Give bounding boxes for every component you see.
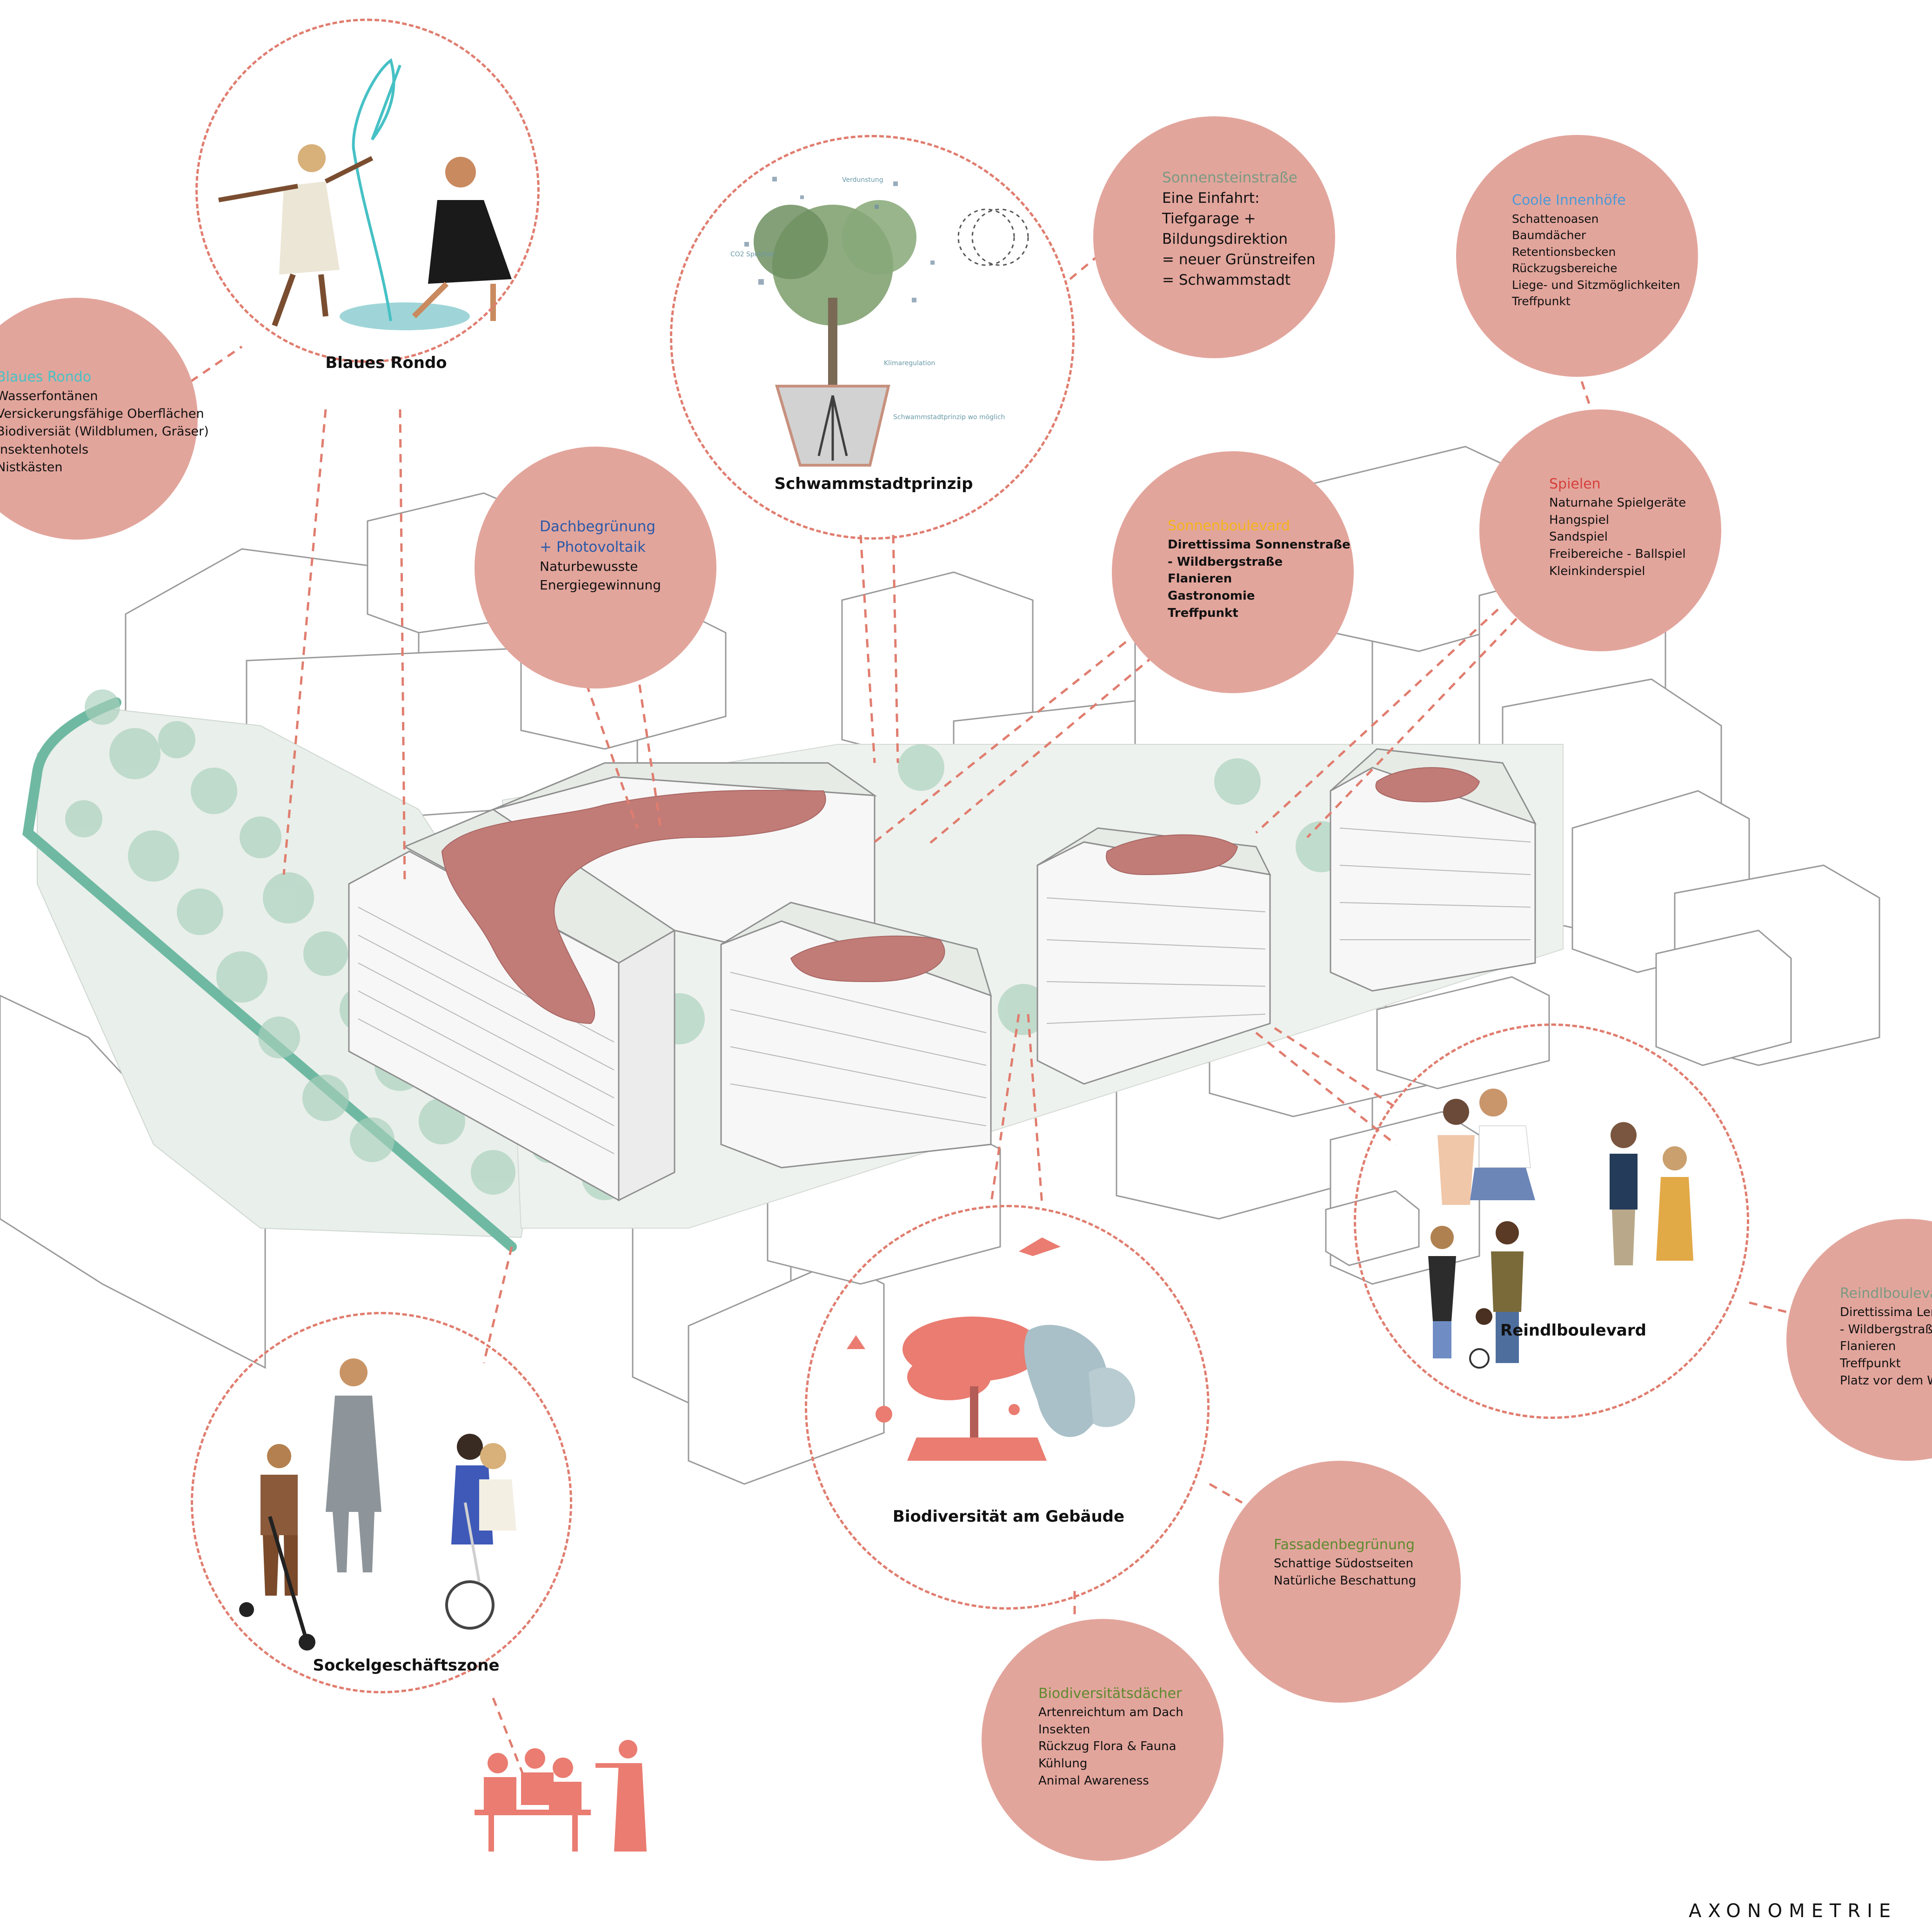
bubble-spielen: [1479, 409, 1721, 651]
bubble-item: - Wildbergstraße: [1840, 1322, 1932, 1337]
bubble-item: Eine Einfahrt:: [1162, 190, 1260, 207]
bubble-item: Insektenhotels: [0, 442, 89, 457]
window-grid: [358, 828, 1531, 1154]
bubble-item: Animal Awareness: [1038, 1774, 1149, 1788]
bubble-item: Biodiversiät (Wildblumen, Gräser): [0, 424, 209, 439]
bubble-fassadenbegruenung: [1219, 1461, 1461, 1703]
sketch-label: CO2 Speicher: [730, 251, 775, 258]
ring-blaues-rondo: [195, 19, 540, 363]
label-sockelgeschaeftszone: Sockelgeschäftszone: [313, 1656, 500, 1675]
bubble-title: Coole Innenhöfe: [1512, 192, 1626, 208]
bubble-title: Sonnenboulevard: [1168, 518, 1290, 534]
bubble-item: Versickerungsfähige Oberflächen: [0, 406, 204, 421]
bubble-item: = neuer Grünstreifen: [1162, 251, 1316, 268]
ring-biodiversitaet: [805, 1205, 1210, 1610]
sketch-label: Klimaregulation: [884, 360, 936, 367]
bubble-item: Schattenoasen: [1512, 212, 1599, 226]
bubble-item: Retentionsbecken: [1512, 245, 1616, 259]
bubble-item: Direttissima Sonnenstraße: [1168, 537, 1350, 552]
bubble-item: Kühlung: [1038, 1757, 1088, 1771]
label-schwammstadtprinzip: Schwammstadtprinzip: [774, 475, 973, 493]
sketch-label: Schwammstadtprinzip wo möglich: [893, 414, 1005, 421]
bubble-item: Hangspiel: [1549, 513, 1609, 527]
bubble-dachbegruenung: [475, 447, 716, 689]
bubble-blaues-rondo: [0, 298, 198, 540]
bubble-item: - Wildbergstraße: [1168, 555, 1283, 569]
bubble-item: Naturnahe Spielgeräte: [1549, 495, 1686, 510]
bubble-item: Flanieren: [1168, 572, 1232, 586]
label-reindlboulevard: Reindlboulevard: [1500, 1321, 1646, 1340]
bubble-item: Insekten: [1038, 1722, 1090, 1737]
bubble-item: Bildungsdirektion: [1162, 231, 1288, 248]
bubble-item: Naturbewusste: [540, 559, 638, 575]
bubble-item: Treffpunkt: [1512, 294, 1571, 308]
bubble-item: Tiefgarage +: [1162, 210, 1256, 227]
bubble-item: Direttissima Lentia: [1840, 1305, 1932, 1319]
label-blaues-rondo: Blaues Rondo: [325, 354, 447, 372]
bubble-reindlboulevard-text: Reindlboulevard Direttissima Lentia - Wi…: [1840, 1284, 1932, 1390]
bubble-fassadenbegruenung-text: Fassadenbegrünung Schattige Südostseiten…: [1274, 1535, 1416, 1589]
bubble-title: Sonnensteinstraße: [1162, 169, 1297, 186]
bubble-item: Kleinkinderspiel: [1549, 564, 1645, 579]
bubble-coole-innenhoefe-text: Coole Innenhöfe Schattenoasen Baumdächer…: [1512, 191, 1680, 310]
bubble-dachbegruenung-text: Dachbegrünung + Photovoltaik Naturbewuss…: [540, 516, 661, 595]
footer-title: AXONOMETRIE: [1689, 1900, 1898, 1922]
bubble-item: Gastronomie: [1168, 589, 1255, 603]
bubble-sonnensteinstrasse-text: Sonnensteinstraße Eine Einfahrt: Tiefgar…: [1162, 167, 1316, 290]
bubble-item: Treffpunkt: [1840, 1357, 1901, 1371]
bubble-title: Reindlboulevard: [1840, 1285, 1932, 1302]
bubble-biodiversitaetsdaecher-text: Biodiversitätsdächer Artenreichtum am Da…: [1038, 1684, 1183, 1790]
bubble-title: + Photovoltaik: [540, 539, 646, 556]
bubble-biodiversitaetsdaecher: [982, 1619, 1223, 1861]
bubble-item: Sandspiel: [1549, 530, 1608, 544]
bubble-blaues-rondo-text: Blaues Rondo Wasserfontänen Versickerung…: [0, 368, 209, 476]
bubble-item: Wasserfontänen: [0, 388, 98, 403]
bubble-sonnenboulevard: [1112, 451, 1354, 693]
bubble-item: Baumdächer: [1512, 228, 1586, 242]
bubble-item: Liege- und Sitzmöglichkeiten: [1512, 278, 1680, 292]
bubble-item: Platz vor dem W: [1840, 1374, 1932, 1388]
bubble-item: Energiegewinnung: [540, 577, 661, 593]
bubble-item: Artenreichtum am Dach: [1038, 1705, 1183, 1719]
bubble-item: Flanieren: [1840, 1339, 1896, 1354]
bubble-item: Rückzug Flora & Fauna: [1038, 1739, 1177, 1754]
bubble-sonnenboulevard-text: Sonnenboulevard Direttissima Sonnenstraß…: [1168, 516, 1350, 622]
bubble-title: Fassadenbegrünung: [1274, 1537, 1415, 1553]
ring-reindlboulevard: [1354, 1023, 1749, 1419]
cafe-illustration: [475, 1740, 647, 1852]
bubble-spielen-text: Spielen Naturnahe Spielgeräte Hangspiel …: [1549, 475, 1686, 580]
ring-sockelgeschaeftszone: [191, 1312, 572, 1693]
bubble-coole-innenhoefe: [1456, 135, 1698, 377]
bubble-item: Nistkästen: [0, 460, 63, 475]
bubble-item: Schattige Südostseiten: [1274, 1556, 1414, 1571]
label-biodiversitaet: Biodiversität am Gebäude: [892, 1507, 1125, 1526]
bubble-sonnensteinstrasse: [1093, 116, 1335, 358]
bubble-item: Freibereiche - Ballspiel: [1549, 547, 1686, 562]
ring-schwammstadtprinzip: [670, 135, 1075, 540]
sketch-label: Verdunstung: [842, 176, 883, 184]
bubble-title: Blaues Rondo: [0, 369, 92, 385]
bubble-item: Rückzugsbereiche: [1512, 261, 1618, 275]
bubble-title: Biodiversitätsdächer: [1038, 1685, 1182, 1702]
bubble-title: Dachbegrünung: [540, 518, 655, 535]
bubble-item: = Schwammstadt: [1162, 272, 1291, 289]
bubble-item: Treffpunkt: [1168, 606, 1238, 621]
bubble-item: Natürliche Beschattung: [1274, 1573, 1417, 1588]
bubble-title: Spielen: [1549, 476, 1601, 492]
roof-gardens: [441, 767, 1480, 1024]
